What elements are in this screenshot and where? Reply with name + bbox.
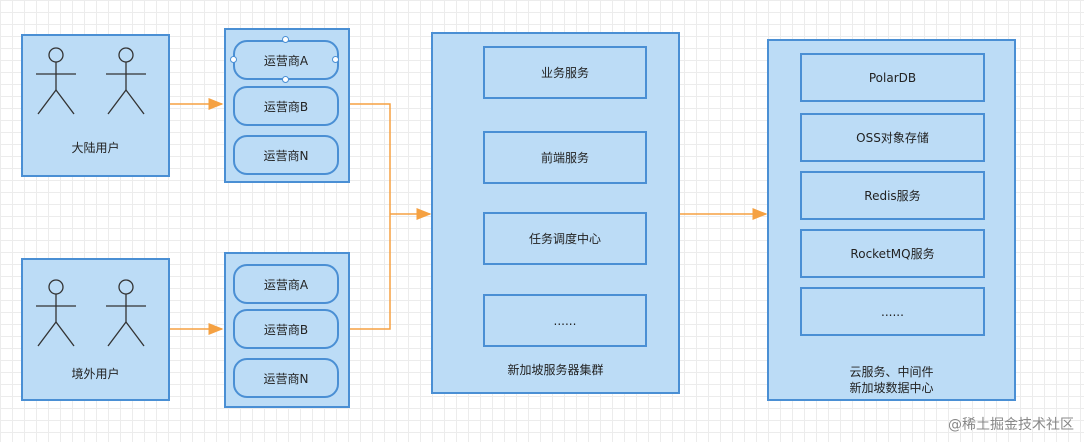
selection-handle[interactable] <box>282 76 289 83</box>
oss-storage[interactable]: OSS对象存储 <box>800 113 985 162</box>
mainland-users-label: 大陆用户 <box>71 141 120 155</box>
redis-service[interactable]: Redis服务 <box>800 171 985 220</box>
cloud-label-line2: 新加坡数据中心 <box>849 381 934 395</box>
overseas-users-box: 境外用户 <box>21 258 170 401</box>
watermark: @稀土掘金技术社区 <box>948 414 1074 434</box>
business-service[interactable]: 业务服务 <box>483 46 647 99</box>
carrier-n[interactable]: 运营商N <box>233 135 339 175</box>
overseas-users-label: 境外用户 <box>71 367 120 381</box>
person-icon <box>106 47 146 115</box>
selection-handle[interactable] <box>332 56 339 63</box>
carrier-b[interactable]: 运营商B <box>233 309 339 349</box>
line-bottom-carriers-to-cluster <box>349 214 391 330</box>
selection-handle[interactable] <box>230 56 237 63</box>
task-scheduler[interactable]: 任务调度中心 <box>483 212 647 265</box>
watermark-text: @稀土掘金技术社区 <box>948 417 1074 433</box>
line-top-carriers-to-cluster <box>349 103 391 214</box>
carrier-a[interactable]: 运营商A <box>233 264 339 304</box>
selection-handle[interactable] <box>282 36 289 43</box>
mainland-users-box: 大陆用户 <box>21 34 170 177</box>
cloud-more[interactable]: ...... <box>800 287 985 336</box>
person-icon <box>36 279 76 347</box>
carrier-n[interactable]: 运营商N <box>233 358 339 398</box>
cluster-label: 新加坡服务器集群 <box>507 363 604 377</box>
cluster-more[interactable]: ...... <box>483 294 647 347</box>
polardb[interactable]: PolarDB <box>800 53 985 102</box>
rocketmq-service[interactable]: RocketMQ服务 <box>800 229 985 278</box>
carrier-b[interactable]: 运营商B <box>233 86 339 126</box>
person-icon <box>36 47 76 115</box>
frontend-service[interactable]: 前端服务 <box>483 131 647 184</box>
cloud-label-line1: 云服务、中间件 <box>849 365 934 379</box>
carrier-a[interactable]: 运营商A <box>233 40 339 80</box>
person-icon <box>106 279 146 347</box>
